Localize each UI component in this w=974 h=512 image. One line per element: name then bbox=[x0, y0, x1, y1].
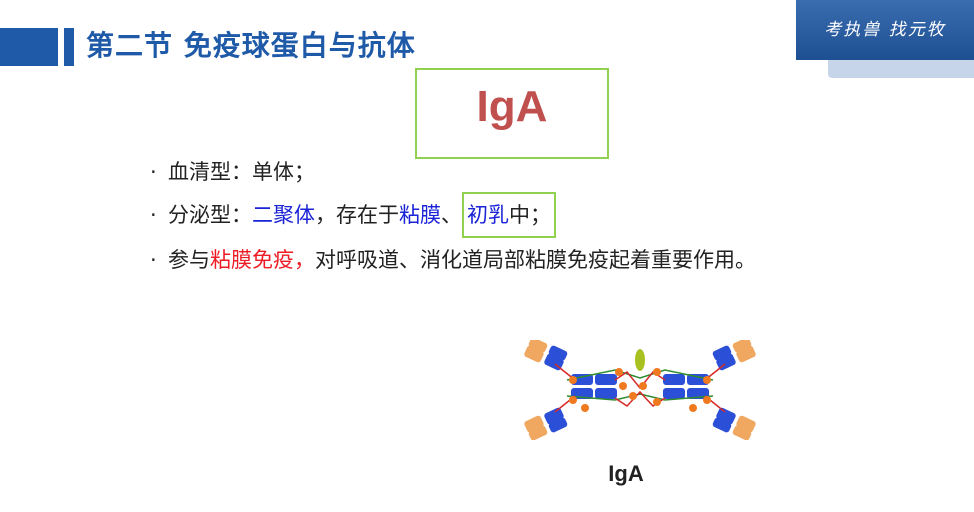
bullet-prefix: 分泌型： bbox=[168, 203, 252, 227]
iga-dimer-diagram bbox=[524, 340, 756, 440]
secretory-component bbox=[635, 349, 645, 371]
bullet-middle: ，存在于 bbox=[315, 203, 399, 227]
right-antibody-arms bbox=[663, 340, 756, 440]
brand-banner: 考执兽 找元牧 bbox=[796, 0, 974, 60]
bullet-marker: · bbox=[150, 203, 157, 227]
bullet-serum-type: · 血清型：单体； bbox=[150, 156, 315, 188]
bullet-marker: · bbox=[150, 160, 157, 184]
iga-heading-box: IgA bbox=[415, 68, 609, 159]
header-accent-bar bbox=[0, 28, 58, 66]
left-antibody-arms bbox=[524, 340, 617, 440]
header-accent-stripe bbox=[64, 28, 74, 66]
bullet-prefix: 参与 bbox=[168, 248, 210, 272]
bullet-tail: 中； bbox=[509, 203, 551, 227]
bullet-marker: · bbox=[150, 248, 157, 272]
highlight-mucosa: 粘膜 bbox=[399, 203, 441, 227]
iga-heading: IgA bbox=[476, 81, 548, 131]
bullet-mucosal-immunity: · 参与粘膜免疫，对呼吸道、消化道局部粘膜免疫起着重要作用。 bbox=[150, 244, 756, 276]
bullet-secretory-type: · 分泌型：二聚体，存在于粘膜、初乳中； bbox=[150, 192, 556, 238]
highlight-dimer: 二聚体 bbox=[252, 203, 315, 227]
bullet-separator: 、 bbox=[441, 203, 462, 227]
highlight-mucosal-immunity: 粘膜免疫， bbox=[210, 248, 315, 272]
bullet-text: 血清型：单体； bbox=[168, 160, 315, 184]
boxed-colostrum: 初乳中； bbox=[462, 192, 556, 238]
disulfide-bonds bbox=[569, 368, 711, 412]
highlight-colostrum: 初乳 bbox=[467, 203, 509, 227]
page-title: 第二节 免疫球蛋白与抗体 bbox=[86, 29, 416, 62]
bullet-tail: 对呼吸道、消化道局部粘膜免疫起着重要作用。 bbox=[315, 248, 756, 272]
diagram-caption: IgA bbox=[608, 461, 644, 486]
